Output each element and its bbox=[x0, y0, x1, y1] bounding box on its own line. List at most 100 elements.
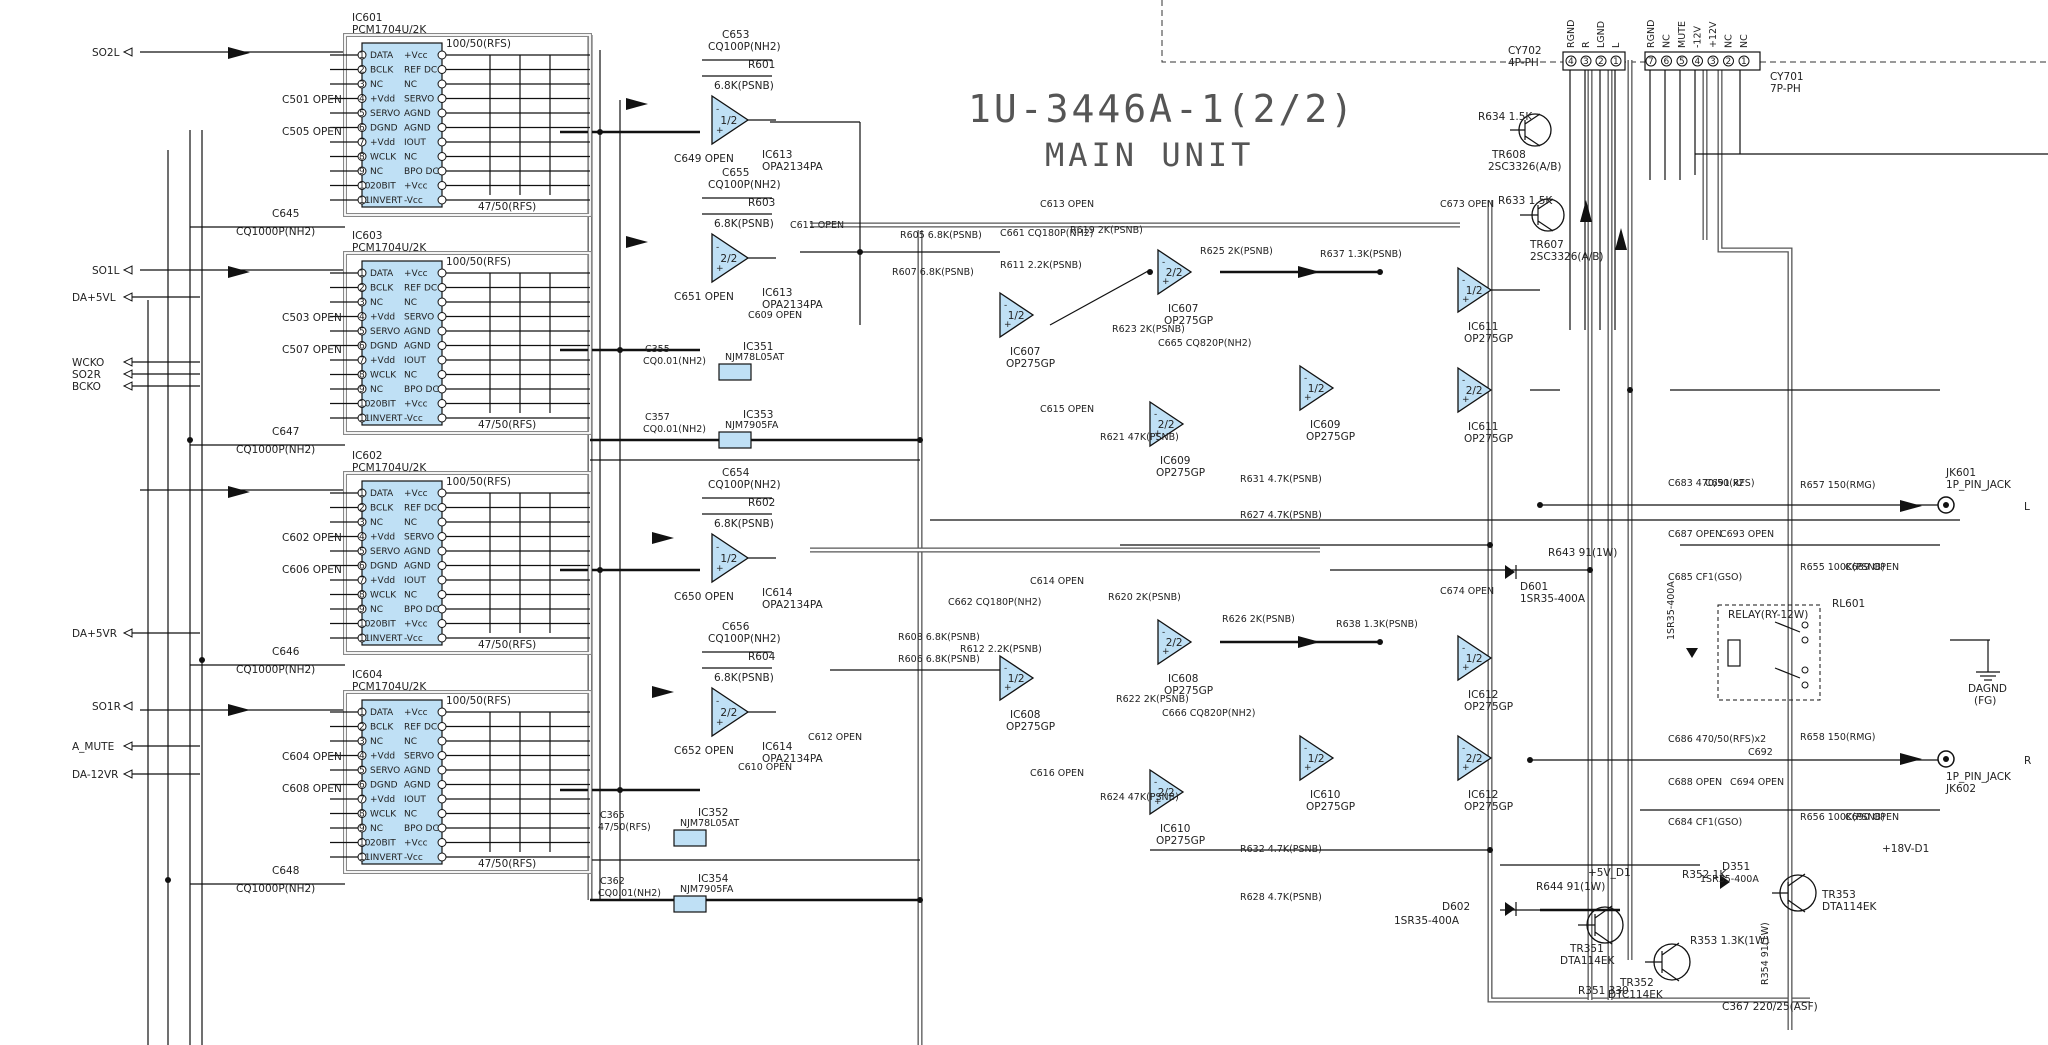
svg-text:IC614: IC614 bbox=[762, 587, 793, 599]
dac-pin-label-right: NC bbox=[404, 518, 417, 528]
dac-part: PCM1704U/2K bbox=[352, 24, 427, 36]
svg-text:OPA2134PA: OPA2134PA bbox=[762, 161, 823, 173]
svg-text:R354 91(1W): R354 91(1W) bbox=[1760, 922, 1771, 985]
diode-d351: D351 1SR35-400A bbox=[1700, 861, 1759, 889]
input-signal-label: BCKO bbox=[72, 381, 101, 393]
svg-text:C501 OPEN: C501 OPEN bbox=[282, 94, 342, 106]
svg-text:C655: C655 bbox=[722, 167, 749, 179]
svg-text:IC614: IC614 bbox=[762, 741, 793, 753]
dac-ref: IC604 bbox=[352, 669, 383, 681]
svg-text:C691 x2: C691 x2 bbox=[1705, 478, 1744, 489]
dac-pin-label-left: +Vdd bbox=[370, 356, 395, 366]
dac-pin-label-right: +Vcc bbox=[404, 400, 428, 410]
svg-text:R638 1.3K(PSNB): R638 1.3K(PSNB) bbox=[1336, 619, 1418, 630]
svg-text:-: - bbox=[1462, 743, 1465, 753]
svg-text:JK601: JK601 bbox=[1945, 467, 1976, 479]
dac-pin-label-left: SERVO bbox=[370, 547, 400, 557]
dac-pin-label-left: +Vdd bbox=[370, 752, 395, 762]
connector-pin-label: LGND bbox=[1596, 21, 1607, 48]
svg-text:2: 2 bbox=[359, 284, 365, 294]
svg-text:9: 9 bbox=[359, 605, 365, 615]
svg-text:RELAY(RY-12W): RELAY(RY-12W) bbox=[1728, 609, 1808, 621]
connector-wires bbox=[1569, 60, 2048, 330]
svg-text:4: 4 bbox=[1695, 57, 1701, 67]
connector-pin-label: L bbox=[1611, 42, 1622, 48]
svg-text:C653: C653 bbox=[722, 29, 749, 41]
dac-pin-label-right: IOUT bbox=[404, 795, 426, 805]
svg-text:C692: C692 bbox=[1748, 747, 1773, 758]
svg-text:JK602: JK602 bbox=[1945, 783, 1976, 795]
svg-text:3: 3 bbox=[359, 737, 365, 747]
svg-text:IC351: IC351 bbox=[743, 341, 773, 353]
connector-pin-label: NC bbox=[1739, 34, 1750, 48]
dac-pin-label-right: NC bbox=[404, 591, 417, 601]
svg-text:C613 OPEN: C613 OPEN bbox=[1040, 199, 1094, 210]
dac-pin-label-left: NC bbox=[370, 80, 383, 90]
dac-pin-label-right: +Vcc bbox=[404, 620, 428, 630]
dac-pin-label-left: INVERT bbox=[370, 196, 403, 206]
iv-opamp-ic613-a: 1/2-+IC613OPA2134PAC653CQ100P(NH2)R6016.… bbox=[674, 29, 823, 173]
cy701-ref: CY701 bbox=[1770, 71, 1804, 83]
dac-pin-label-right: SERVO bbox=[404, 533, 434, 543]
svg-text:OP275GP: OP275GP bbox=[1464, 801, 1513, 813]
dac-part: PCM1704U/2K bbox=[352, 242, 427, 254]
svg-text:C649 OPEN: C649 OPEN bbox=[674, 153, 734, 165]
svg-text:9: 9 bbox=[359, 824, 365, 834]
dac-pin-label-right: AGND bbox=[404, 781, 431, 791]
svg-text:R606 6.8K(PSNB): R606 6.8K(PSNB) bbox=[898, 654, 980, 665]
dac-pin-label-right: REF DC bbox=[404, 723, 437, 733]
svg-text:R626 2K(PSNB): R626 2K(PSNB) bbox=[1222, 614, 1295, 625]
dac-pin-label-right: AGND bbox=[404, 342, 431, 352]
dac-pin-label-right: +Vcc bbox=[404, 839, 428, 849]
dac-pin-label-right: AGND bbox=[404, 562, 431, 572]
svg-text:DAGND: DAGND bbox=[1968, 683, 2007, 695]
dac-pin-label-left: 20BIT bbox=[370, 839, 396, 849]
ground-dagnd: DAGND (FG) bbox=[1968, 640, 2007, 707]
dac-cin-ref: C647 bbox=[272, 426, 299, 438]
svg-text:R627 4.7K(PSNB): R627 4.7K(PSNB) bbox=[1240, 510, 1322, 521]
input-signal-label: SO2R bbox=[72, 369, 101, 381]
dac-pin-label-right: +Vcc bbox=[404, 182, 428, 192]
svg-text:5: 5 bbox=[359, 109, 365, 119]
svg-text:11: 11 bbox=[359, 634, 370, 644]
board-title: 1U-3446A-1(2/2) bbox=[968, 87, 1356, 131]
svg-text:7: 7 bbox=[359, 138, 365, 148]
svg-text:3: 3 bbox=[1710, 57, 1716, 67]
svg-text:IC611: IC611 bbox=[1468, 421, 1498, 433]
input-signal-label: DA+5VR bbox=[72, 628, 117, 640]
svg-text:9: 9 bbox=[359, 385, 365, 395]
svg-text:R625 2K(PSNB): R625 2K(PSNB) bbox=[1200, 246, 1273, 257]
svg-text:10: 10 bbox=[359, 620, 371, 630]
svg-text:6: 6 bbox=[1664, 57, 1670, 67]
svg-text:5: 5 bbox=[359, 766, 365, 776]
dac-pin-label-right: NC bbox=[404, 153, 417, 163]
svg-text:C652 OPEN: C652 OPEN bbox=[674, 745, 734, 757]
svg-text:C661 CQ180P(NH2): C661 CQ180P(NH2) bbox=[1000, 228, 1093, 239]
svg-text:5: 5 bbox=[359, 547, 365, 557]
svg-text:+: + bbox=[1462, 663, 1470, 673]
svg-text:1SR35-400A: 1SR35-400A bbox=[1666, 581, 1677, 640]
dac-pin-label-right: -Vcc bbox=[404, 196, 423, 206]
svg-text:IC609: IC609 bbox=[1160, 455, 1190, 467]
svg-text:10: 10 bbox=[359, 839, 371, 849]
svg-text:CQ0.01(NH2): CQ0.01(NH2) bbox=[643, 356, 706, 367]
svg-text:R611 2.2K(PSNB): R611 2.2K(PSNB) bbox=[1000, 260, 1082, 271]
svg-text:5: 5 bbox=[1679, 57, 1685, 67]
dac-pin-label-left: +Vdd bbox=[370, 138, 395, 148]
svg-text:6: 6 bbox=[359, 342, 365, 352]
dac-pin-label-left: +Vdd bbox=[370, 576, 395, 586]
svg-text:6: 6 bbox=[359, 781, 365, 791]
svg-text:4: 4 bbox=[359, 313, 365, 323]
diode-d601: D601 1SR35-400A R643 91(1W) bbox=[1505, 547, 1617, 605]
dac-pin-label-right: +Vcc bbox=[404, 51, 428, 61]
dac-pin-label-right: NC bbox=[404, 298, 417, 308]
svg-text:R605 6.8K(PSNB): R605 6.8K(PSNB) bbox=[900, 230, 982, 241]
svg-text:-: - bbox=[716, 697, 719, 707]
dac-ref: IC603 bbox=[352, 230, 382, 242]
dac-pin-label-right: NC bbox=[404, 737, 417, 747]
dac-pin-label-right: SERVO bbox=[404, 313, 434, 323]
svg-text:NJM7905FA: NJM7905FA bbox=[680, 884, 734, 895]
dac-pin-label-right: REF DC bbox=[404, 66, 437, 76]
dac-pin-label-right: AGND bbox=[404, 327, 431, 337]
dac-cap-bot: 47/50(RFS) bbox=[478, 858, 536, 870]
